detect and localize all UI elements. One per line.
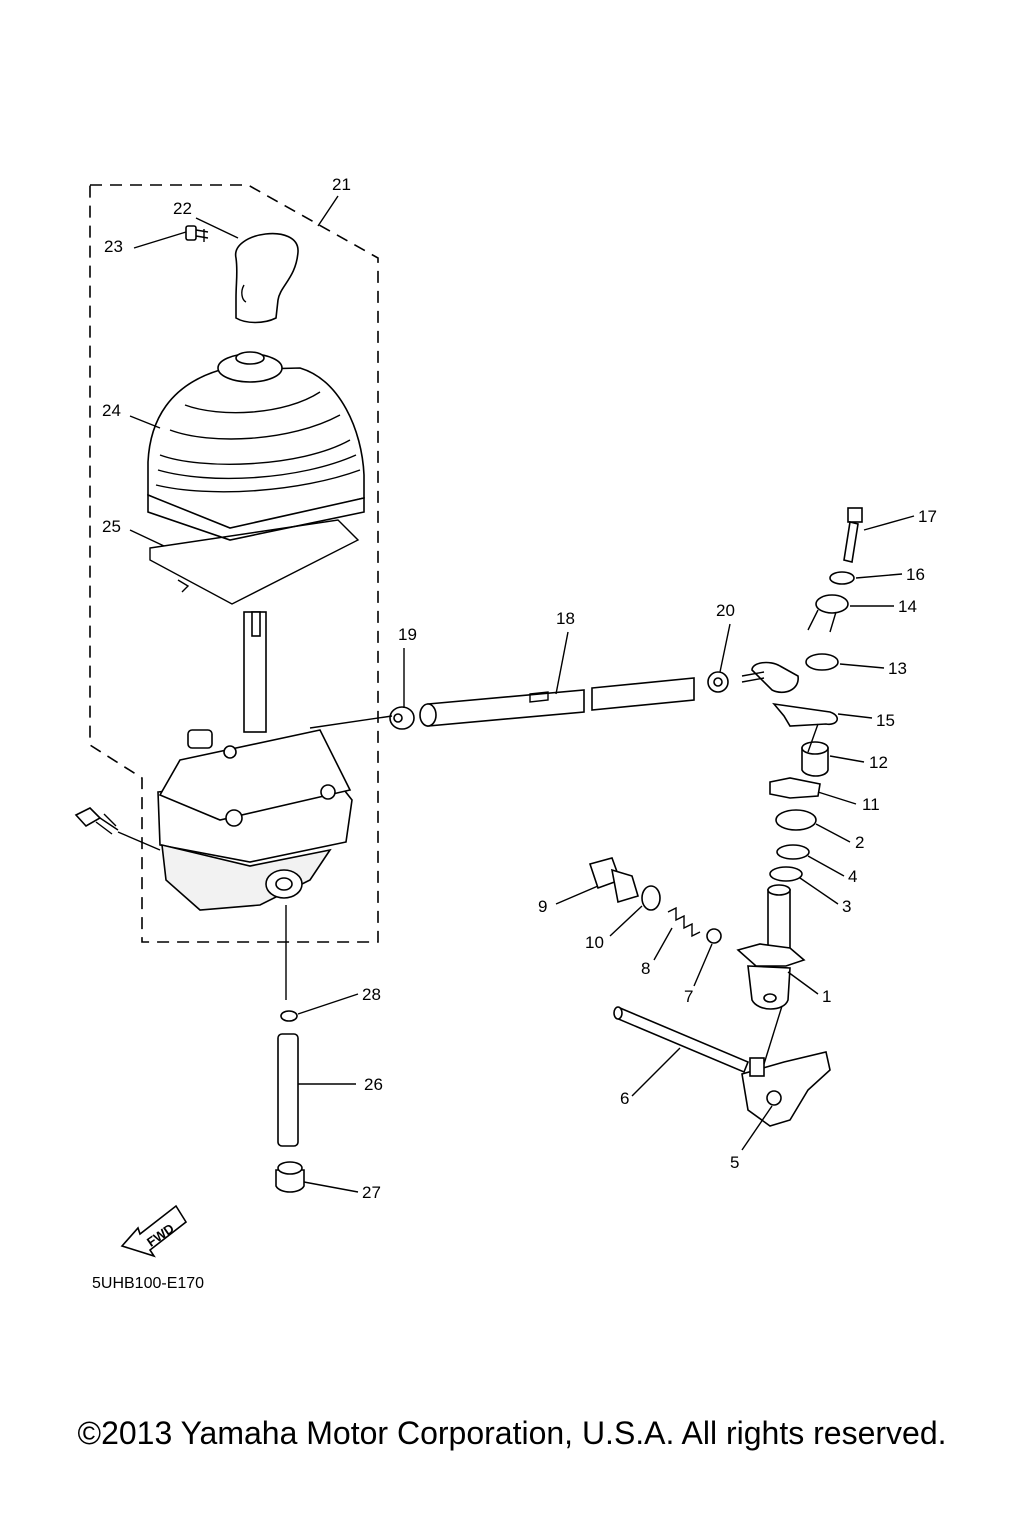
- part-1-shift-arm: [736, 884, 806, 1010]
- part-17-bolt: [843, 507, 863, 563]
- callout-17: 17: [918, 507, 937, 526]
- callout-19: 19: [398, 625, 417, 644]
- leader-line-11: [817, 791, 857, 805]
- shift-lever-rod: [243, 611, 267, 733]
- callout-13: 13: [888, 659, 907, 678]
- callout-21: 21: [332, 175, 351, 194]
- leader-line-2: [815, 823, 851, 843]
- callout-7: 7: [684, 987, 693, 1006]
- leader-line-21: [317, 195, 339, 227]
- callout-1: 1: [822, 987, 831, 1006]
- part-13-washer: [805, 653, 839, 671]
- part-16-washer: [829, 571, 855, 585]
- leader-line-6: [631, 1047, 681, 1097]
- callout-3: 3: [842, 897, 851, 916]
- leader-line-9: [555, 885, 599, 905]
- part-19-bushing: [389, 706, 415, 730]
- leader-line-23: [133, 231, 187, 249]
- leader-line-16: [855, 573, 903, 579]
- part-2-oil-seal: [775, 809, 817, 831]
- leader-line-22: [195, 217, 239, 239]
- callout-18: 18: [556, 609, 575, 628]
- callout-6: 6: [620, 1089, 629, 1108]
- callout-2: 2: [855, 833, 864, 852]
- leader-line-18: [555, 631, 569, 695]
- leader-line-7: [693, 943, 713, 987]
- callout-15: 15: [876, 711, 895, 730]
- part-22-shift-knob: [235, 232, 299, 324]
- part-10-gasket: [641, 885, 661, 911]
- leader-line-1: [787, 971, 819, 995]
- shift-gate-housing: [157, 729, 353, 911]
- callout-27: 27: [362, 1183, 381, 1202]
- part-5-shift-fork: [741, 1051, 831, 1127]
- callout-labels: 1234567891011121314151617181920212223242…: [102, 175, 937, 1202]
- part-27-plug: [275, 1161, 305, 1193]
- leader-line-20: [719, 623, 731, 673]
- leader-line-4: [807, 855, 845, 877]
- leader-line-13: [839, 663, 885, 669]
- callout-16: 16: [906, 565, 925, 584]
- callout-4: 4: [848, 867, 857, 886]
- part-7-ball: [706, 928, 722, 944]
- callout-28: 28: [362, 985, 381, 1004]
- leader-line-12: [829, 755, 865, 763]
- callout-25: 25: [102, 517, 121, 536]
- callout-20: 20: [716, 601, 735, 620]
- part-9-plug-bolt: [588, 857, 639, 904]
- connector-line: [763, 1005, 783, 1065]
- leader-line-15: [837, 713, 873, 719]
- callout-11: 11: [862, 795, 880, 814]
- leader-line-27: [303, 1181, 359, 1193]
- part-8-spring: [667, 906, 701, 938]
- leader-line-10: [609, 905, 643, 937]
- leader-line-5: [741, 1105, 773, 1151]
- connector-line: [807, 723, 819, 753]
- assembly-boundary: [89, 184, 379, 943]
- leader-line-8: [653, 927, 673, 961]
- callout-23: 23: [104, 237, 123, 256]
- leader-line-3: [799, 877, 839, 905]
- callout-22: 22: [173, 199, 192, 218]
- part-28-clip: [280, 1010, 298, 1022]
- callout-12: 12: [869, 753, 888, 772]
- part-6-fork-shaft: [613, 1006, 750, 1074]
- part-15-lever: [741, 661, 838, 727]
- callout-8: 8: [641, 959, 650, 978]
- part-24-shift-boot: [147, 351, 365, 541]
- part-25-gasket: [149, 519, 360, 605]
- callout-26: 26: [364, 1075, 383, 1094]
- part-23-screw: [185, 225, 209, 242]
- part-11-stopper: [769, 777, 821, 799]
- part-12-collar: [801, 741, 829, 777]
- leader-line-25: [129, 529, 165, 547]
- diagram-code: 5UHB100-E170: [92, 1275, 204, 1292]
- leader-line-24: [129, 415, 161, 429]
- part-4-circlip: [776, 844, 810, 860]
- part-20-nut: [707, 671, 729, 693]
- part-14-spring: [807, 594, 849, 633]
- leader-lines: [117, 195, 915, 1193]
- callout-14: 14: [898, 597, 917, 616]
- connector-line: [117, 831, 161, 851]
- fwd-arrow-icon: FWD: [120, 1204, 188, 1258]
- copyright-notice: ©2013 Yamaha Motor Corporation, U.S.A. A…: [77, 1415, 947, 1451]
- part-3-washer: [769, 866, 803, 882]
- callout-5: 5: [730, 1153, 739, 1172]
- callout-24: 24: [102, 401, 121, 420]
- part-18-shift-rod: [419, 677, 695, 727]
- connector-line: [309, 715, 393, 729]
- leader-line-28: [297, 993, 359, 1015]
- callout-10: 10: [585, 933, 604, 952]
- part-26-pin: [277, 1033, 299, 1147]
- leader-line-17: [863, 515, 915, 531]
- housing-bolt: [74, 807, 119, 835]
- callout-9: 9: [538, 897, 547, 916]
